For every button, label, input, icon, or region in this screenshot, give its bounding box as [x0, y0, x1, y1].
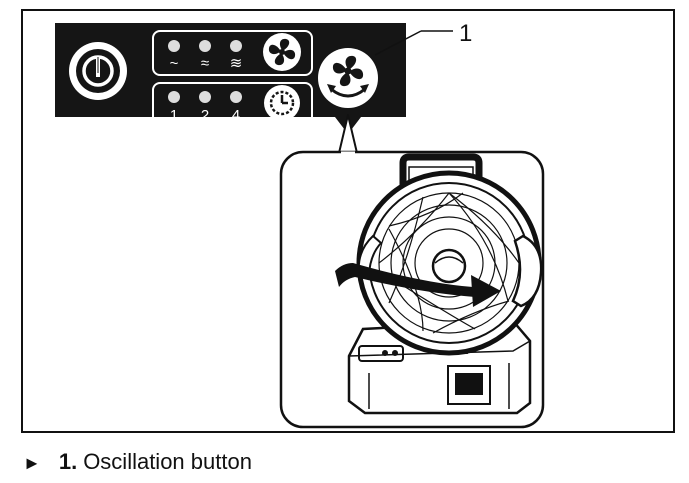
- control-panel: ~ ≈ ≋: [55, 23, 406, 134]
- timer-icon: [269, 90, 295, 116]
- oscillation-button[interactable]: [318, 48, 378, 108]
- timer-label-2: 2: [201, 107, 209, 124]
- oscillation-icon: [327, 55, 369, 98]
- figure-frame: ~ ≈ ≋: [21, 9, 675, 433]
- fan-detail-frame: [279, 150, 545, 429]
- callout-number: 1: [459, 20, 472, 47]
- caption-number: 1.: [58, 449, 78, 474]
- timer-indicator-1: [168, 91, 180, 103]
- diagram-illustration: ~ ≈ ≋: [55, 20, 545, 429]
- timer-indicator-2: [199, 91, 211, 103]
- arrow-bullet-icon: ►: [23, 453, 41, 473]
- fan-speed-button[interactable]: [263, 33, 301, 71]
- fan-illustration: [335, 153, 543, 415]
- speed-label-3: ≋: [230, 55, 243, 72]
- caption-text: Oscillation button: [83, 449, 252, 474]
- timer-indicator-4: [230, 91, 242, 103]
- fan-icon: [268, 38, 296, 66]
- callout: 1: [374, 20, 472, 56]
- timer-group: 1 2 4: [152, 82, 313, 125]
- timer-label-4: 4: [232, 107, 240, 124]
- power-button[interactable]: [69, 42, 127, 100]
- speed-indicator-3: [230, 40, 242, 52]
- speed-indicator-2: [199, 40, 211, 52]
- timer-button[interactable]: [264, 85, 300, 121]
- timer-label-1: 1: [170, 107, 178, 124]
- speed-label-1: ~: [170, 55, 179, 72]
- power-icon: [82, 55, 114, 87]
- figure-caption: ► 1.Oscillation button: [23, 447, 252, 477]
- speed-label-2: ≈: [201, 55, 209, 72]
- speed-group: ~ ≈ ≋: [152, 30, 313, 76]
- speed-indicator-1: [168, 40, 180, 52]
- oscillation-arrow-icon: [335, 263, 501, 307]
